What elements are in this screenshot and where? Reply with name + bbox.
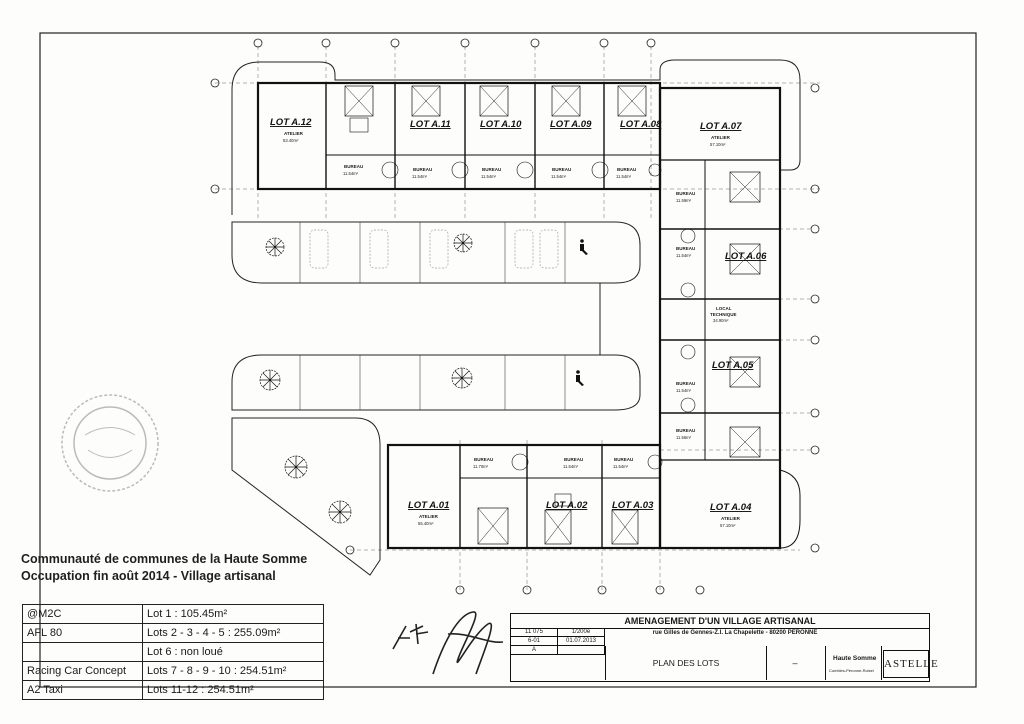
table-row: @M2C Lot 1 : 105.45m² — [22, 604, 324, 624]
parking-top — [231, 221, 641, 284]
green-triangle — [231, 417, 381, 576]
tenant-cell: @M2C — [22, 604, 143, 624]
tree-icons — [259, 233, 473, 524]
lot-a01-room: ATELIER — [419, 514, 439, 519]
bureau-label: BUREAU — [676, 246, 695, 251]
bureau-area: 11.54m² — [343, 171, 359, 176]
lot-a08-top-label: LOT A.08 — [620, 119, 662, 130]
tenant-cell — [22, 642, 143, 662]
bureau-label: BUREAU — [676, 191, 695, 196]
table-row: Lot 6 : non loué — [22, 642, 324, 662]
plan-name: PLAN DES LOTS — [605, 646, 767, 680]
lot-a11-label: LOT A.11 — [410, 119, 451, 130]
bureau-label: BUREAU — [676, 381, 695, 386]
index-cell: A — [511, 646, 558, 655]
bureau-label: BUREAU — [482, 167, 501, 172]
bureau-area: 11.54m² — [616, 174, 632, 179]
lots-cell: Lot 6 : non loué — [142, 642, 324, 662]
table-row: AFL 80 Lots 2 - 3 - 4 - 5 : 255.09m² — [22, 623, 324, 643]
ref1-cell: 11 075 — [511, 628, 558, 637]
lot-a07-room: ATELIER — [711, 135, 731, 140]
bureau-label: BUREAU — [676, 428, 695, 433]
local-technique-label: LOCAL — [716, 306, 732, 311]
axis-markers — [210, 38, 820, 595]
bureau-area: 11.54m² — [481, 174, 497, 179]
lot-a07-area: 57.10m² — [710, 142, 726, 147]
bureau-area: 11.54m² — [613, 464, 629, 469]
bureau-label: BUREAU — [552, 167, 571, 172]
lot-a07-label: LOT A.07 — [700, 121, 742, 132]
parking-bottom — [231, 354, 641, 411]
bureau-area: 11.59m² — [676, 198, 692, 203]
table-row: Racing Car Concept Lots 7 - 8 - 9 - 10 :… — [22, 661, 324, 681]
bureau-area: 11.54m² — [676, 388, 692, 393]
site-boundary-top — [260, 59, 801, 171]
client-name: Haute Somme — [833, 655, 877, 662]
scale-cell: 1/200e — [558, 628, 605, 637]
occupation-table: @M2C Lot 1 : 105.45m² AFL 80 Lots 2 - 3 … — [22, 604, 324, 700]
bureau-area: 11.70m² — [473, 464, 489, 469]
local-technique-area: 34.90m² — [713, 318, 729, 323]
lot-a01-label: LOT A.01 — [408, 500, 449, 511]
lot-a10-label: LOT A.10 — [480, 119, 522, 130]
ref2-cell: 6-01 — [511, 637, 558, 646]
building-right — [658, 86, 801, 550]
car-outlines — [309, 229, 559, 269]
bureau-area: 11.54m² — [412, 174, 428, 179]
lots-cell: Lots 7 - 8 - 9 - 10 : 254.51m² — [142, 661, 324, 681]
bureau-area: 11.56m² — [676, 435, 692, 440]
bureau-label: BUREAU — [413, 167, 432, 172]
title-block: AMENAGEMENT D'UN VILLAGE ARTISANAL 11 07… — [510, 613, 938, 682]
site-address: rue Gilles de Gennes-Z.I. La Chapelette … — [652, 630, 818, 636]
bureau-label: BUREAU — [564, 457, 583, 462]
lot-a06-label: LOT A.06 — [725, 251, 767, 262]
notes-line-2: Occupation fin août 2014 - Village artis… — [21, 569, 276, 583]
lot-a04-area: 57.10m² — [720, 523, 736, 528]
lot-a12-label: LOT A.12 — [270, 117, 312, 128]
bureau-area: 11.54m² — [563, 464, 579, 469]
bureau-label: BUREAU — [617, 167, 636, 172]
lot-a04-room: ATELIER — [721, 516, 741, 521]
site-boundary-left — [231, 61, 261, 215]
tenant-cell: AFL 80 — [22, 623, 143, 643]
client-subtitle: Combles-Péronne-Roisel — [829, 668, 874, 673]
architect-logo: ASTELLE — [883, 650, 938, 678]
accessible-parking-icon — [576, 239, 588, 386]
lots-cell: Lots 2 - 3 - 4 - 5 : 255.09m² — [142, 623, 324, 643]
lot-a01-area: 55.40m² — [418, 521, 434, 526]
tenant-cell: A2 Taxi — [22, 680, 143, 700]
revision-dash: – — [765, 646, 826, 680]
table-row: A2 Taxi Lots 11-12 : 254.51m² — [22, 680, 324, 700]
lots-cell: Lot 1 : 105.45m² — [142, 604, 324, 624]
bureau-area: 11.54m² — [551, 174, 567, 179]
lot-a04-label: LOT A.04 — [710, 502, 752, 513]
lot-a03-label: LOT A.03 — [612, 500, 654, 511]
handwritten-signature — [392, 611, 504, 675]
project-title: AMENAGEMENT D'UN VILLAGE ARTISANAL — [511, 614, 929, 629]
lot-a09-label: LOT A.09 — [550, 119, 592, 130]
drawing-frame — [39, 32, 977, 688]
date-cell: 01.07.2013 — [558, 637, 605, 646]
bureau-area: 11.54m² — [676, 253, 692, 258]
building-top — [256, 81, 662, 191]
lot-a12-area: 53.40m² — [283, 138, 299, 143]
faded-stamp — [61, 394, 159, 492]
blank-cell — [558, 646, 605, 655]
lots-cell: Lots 11-12 : 254.51m² — [142, 680, 324, 700]
client-logo: Haute Somme Combles-Péronne-Roisel — [825, 646, 882, 680]
tenant-cell: Racing Car Concept — [22, 661, 143, 681]
bureau-label: BUREAU — [474, 457, 493, 462]
bureau-label: BUREAU — [614, 457, 633, 462]
building-bottom — [386, 443, 663, 550]
lot-a02-label: LOT A.02 — [546, 500, 588, 511]
local-technique-label: TECHNIQUE — [710, 312, 737, 317]
occupation-notes: Communauté de communes de la Haute Somme… — [21, 551, 351, 585]
parking-stalls — [299, 222, 566, 410]
lot-a12-room: ATELIER — [284, 131, 304, 136]
notes-line-1: Communauté de communes de la Haute Somme — [21, 552, 308, 566]
bureau-label: BUREAU — [344, 164, 363, 169]
lot-a05-label: LOT A.05 — [712, 360, 754, 371]
